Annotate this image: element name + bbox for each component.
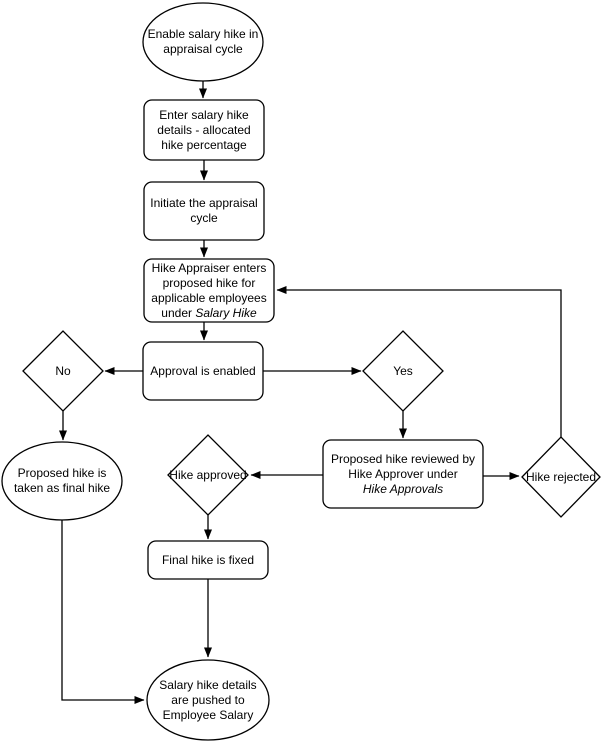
- hike-rejected-diamond: [521, 436, 601, 518]
- final-fixed-rect: [147, 540, 269, 580]
- edge-rejected-appraiser: [276, 286, 562, 437]
- proposed-final-ellipse: [1, 441, 123, 521]
- hike-approved-diamond: [167, 434, 249, 516]
- approval-enabled-rect: [142, 341, 264, 401]
- reviewed-rect: [322, 439, 484, 509]
- end-ellipse: [146, 659, 270, 741]
- connectors-group: [59, 81, 562, 704]
- initiate-rect: [143, 181, 265, 241]
- appraiser-rect: [143, 258, 275, 323]
- start-ellipse: [142, 2, 264, 82]
- yes-diamond: [362, 330, 444, 412]
- edge-proposedfinal-end: [61, 520, 145, 704]
- no-diamond: [22, 330, 104, 412]
- enter-details-rect: [143, 99, 265, 161]
